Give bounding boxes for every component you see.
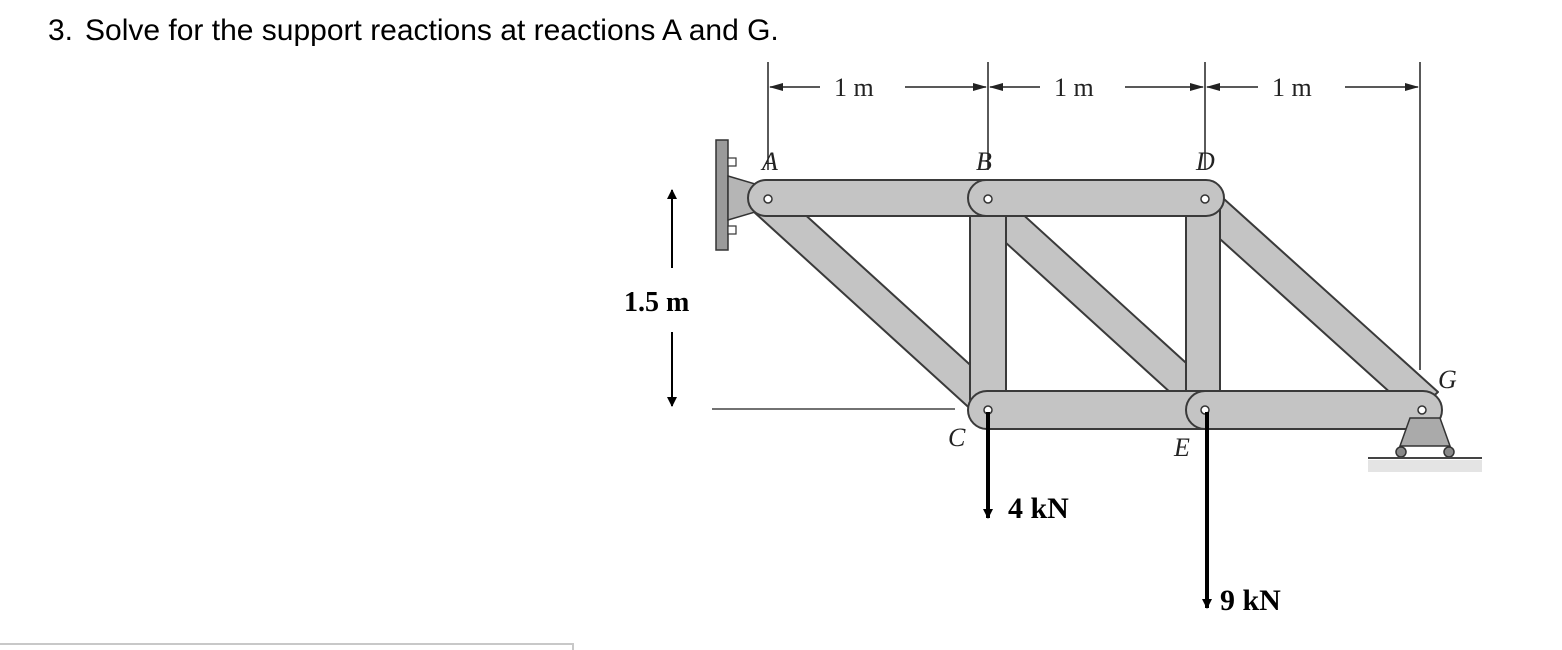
wall-plate	[715, 139, 729, 251]
node-label-a: A	[760, 147, 778, 176]
load-arrows	[983, 412, 1212, 609]
member-ac	[753, 189, 1001, 415]
node-label-b: B	[976, 147, 992, 176]
divider-line	[0, 643, 572, 645]
wall-bolt-top	[727, 157, 737, 167]
height-label: 1.5 m	[624, 287, 689, 318]
question-number: 3.	[48, 14, 74, 47]
roller-support-g	[1368, 417, 1482, 472]
member-eg	[1185, 390, 1443, 430]
load-label-c: 4 kN	[1008, 492, 1069, 525]
member-dg	[1189, 189, 1439, 415]
node-label-d: D	[1195, 147, 1215, 176]
truss-members	[747, 179, 1443, 430]
node-label-c: C	[948, 423, 966, 452]
question-text: Solve for the support reactions at react…	[85, 14, 779, 47]
node-label-e: E	[1173, 433, 1190, 462]
divider-tick	[572, 643, 574, 650]
member-de	[1185, 204, 1221, 401]
member-bE	[971, 189, 1219, 415]
pin-b	[983, 194, 993, 204]
load-label-e: 9 kN	[1220, 584, 1281, 617]
member-bc	[969, 204, 1007, 401]
pin-a	[763, 194, 773, 204]
dimension-lines	[767, 62, 1421, 370]
roller-bracket	[1398, 417, 1452, 447]
dim-label-span1: 1 m	[834, 73, 874, 102]
pin-g	[1417, 405, 1427, 415]
member-bd	[967, 179, 1225, 217]
node-label-g: G	[1438, 365, 1457, 394]
wall-bolt-bottom	[727, 225, 737, 235]
dim-label-span2: 1 m	[1054, 73, 1094, 102]
roller-wheel-right	[1443, 446, 1455, 458]
question-title: 3. Solve for the support reactions at rea…	[48, 14, 779, 48]
ground-hatch	[1368, 460, 1482, 472]
pin-d	[1200, 194, 1210, 204]
member-ab	[747, 179, 1005, 217]
roller-wheel-left	[1395, 446, 1407, 458]
dim-label-span3: 1 m	[1272, 73, 1312, 102]
